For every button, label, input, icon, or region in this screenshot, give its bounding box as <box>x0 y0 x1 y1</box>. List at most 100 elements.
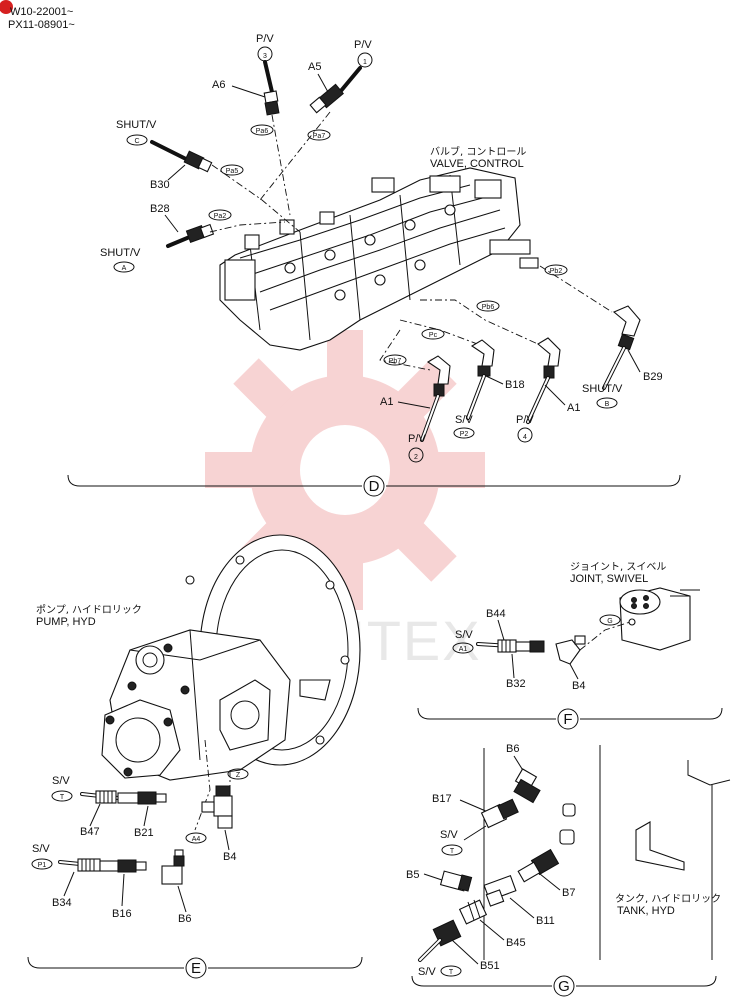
sv-g-title: S/V <box>440 829 458 841</box>
shuta-letter: A <box>122 265 127 272</box>
pa7-tag <box>307 129 331 141</box>
valve-label-jp: バルブ, コントロール <box>430 145 526 158</box>
section-e: ポンプ, ハイドロリック PUMP, HYD <box>27 534 363 979</box>
serial-number-1: W10-22001~ <box>10 6 73 18</box>
shutc-letter: C <box>134 138 139 145</box>
shuta-title: SHUT/V <box>100 247 141 259</box>
b32-label: B32 <box>506 678 526 690</box>
a5-fitting-icon <box>309 83 344 114</box>
valve-label-en: VALVE, CONTROL <box>430 158 524 170</box>
pump-label-en: PUMP, HYD <box>36 616 96 628</box>
b6-elbow-icon-e <box>161 849 185 885</box>
a4-tag <box>185 832 207 844</box>
a1-right-elbow-icon <box>537 337 561 379</box>
shuta-tag <box>113 261 135 273</box>
sv-f-title: S/V <box>455 629 473 641</box>
pv3-num: 3 <box>263 53 267 60</box>
a5-label: A5 <box>308 61 321 73</box>
pa5-tag <box>220 164 244 176</box>
b51-hose-icon <box>418 919 462 962</box>
pv4-badge <box>517 427 533 443</box>
b11-tee-icon <box>483 874 517 907</box>
section-g-letter: G <box>558 978 570 995</box>
pb6-tag <box>476 300 500 312</box>
section-g: タンク, ハイドロリック TANK, HYD B6 B17 S/V T B5 <box>406 743 731 997</box>
pb7-tag <box>383 354 407 366</box>
section-f: ジョイント, スイベル JOINT, SWIVEL G B44 S/V A1 <box>417 561 723 730</box>
section-f-badge <box>557 708 579 730</box>
b51-label: B51 <box>480 960 500 972</box>
sv-p1-tag <box>31 858 53 870</box>
b11-label: B11 <box>536 915 555 927</box>
b30-label: B30 <box>150 179 170 191</box>
shutc-title: SHUT/V <box>116 119 157 131</box>
joint-label-jp: ジョイント, スイベル <box>570 561 666 573</box>
pa5-label: Pa5 <box>226 168 239 175</box>
section-d: バルブ, コントロール VALVE, CONTROL P/V 3 A6 Pa6 … <box>67 33 681 497</box>
b21-label: B21 <box>134 827 154 839</box>
b6-label-e: B6 <box>178 913 191 925</box>
pv2-badge <box>408 447 424 463</box>
section-g-badge <box>553 975 575 997</box>
b6-fitting-icon-g <box>513 768 541 804</box>
tank-drawing <box>483 745 731 960</box>
section-f-letter: F <box>563 711 572 728</box>
b47-hose-icon <box>80 790 120 804</box>
a1-right-label: A1 <box>567 402 580 414</box>
pv2-title: P/V <box>408 433 426 445</box>
tank-label-en: TANK, HYD <box>617 905 675 917</box>
shutb-title: SHUT/V <box>582 383 623 395</box>
b34-label: B34 <box>52 897 72 909</box>
g-label: G <box>607 618 612 625</box>
b17-fitting-icon <box>480 798 519 829</box>
b4-label-e: B4 <box>223 851 236 863</box>
pc-tag <box>421 328 445 340</box>
b6-label-g: B6 <box>506 743 519 755</box>
a6-label: A6 <box>212 79 225 91</box>
sv-p2-title: S/V <box>455 414 473 426</box>
pump-drawing <box>101 534 361 781</box>
sv-p2-tag <box>453 427 475 439</box>
sv-g-bottom-label: T <box>449 969 454 976</box>
pv4-num: 4 <box>523 434 527 441</box>
b5-fitting-icon <box>439 870 473 892</box>
shutb-tag <box>596 397 618 409</box>
b29-elbow-icon <box>612 305 641 351</box>
z-tag <box>227 768 249 780</box>
pb7-label: Pb7 <box>389 358 402 365</box>
b34-hose-icon <box>58 858 102 872</box>
pv3-title: P/V <box>256 33 274 45</box>
tank-label-jp: タンク, ハイドロリック <box>615 893 721 905</box>
sv-t-title: S/V <box>52 775 70 787</box>
pv4-title: P/V <box>516 414 534 426</box>
pa6-label: Pa6 <box>256 128 269 135</box>
b5-label: B5 <box>406 869 419 881</box>
pv2-num: 2 <box>414 454 418 461</box>
b4-elbow-icon-f <box>555 635 586 665</box>
pv1-title: P/V <box>354 39 372 51</box>
b28-label: B28 <box>150 203 170 215</box>
g-tag <box>599 614 621 626</box>
b7-label: B7 <box>562 887 575 899</box>
section-d-badge <box>363 475 385 497</box>
b28-fitting-icon <box>185 223 215 244</box>
pa7-label: Pa7 <box>313 133 326 140</box>
b29-label: B29 <box>643 371 663 383</box>
pv1-badge <box>357 52 373 68</box>
b30-fitting-icon <box>183 150 213 173</box>
b18-label: B18 <box>505 379 525 391</box>
o-ring-icons <box>559 803 576 845</box>
sv-t-label: T <box>60 794 65 801</box>
a1-left-label: A1 <box>380 396 393 408</box>
pa2-label: Pa2 <box>214 213 227 220</box>
sv-t-tag <box>51 790 73 802</box>
b45-fitting-icon <box>458 899 488 925</box>
a6-fitting-icon <box>263 90 280 116</box>
sv-p1-title: S/V <box>32 843 50 855</box>
sv-f-tag <box>452 642 474 654</box>
b7-fitting-icon <box>517 848 560 883</box>
b21-fitting-icon <box>117 791 167 805</box>
b4-elbow-icon-e <box>201 785 233 829</box>
